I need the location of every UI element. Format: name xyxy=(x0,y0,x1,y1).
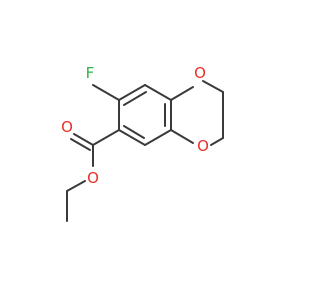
atom-oxygen-ester: O xyxy=(87,169,99,187)
bond-carbonyl-double-2 xyxy=(70,138,91,151)
bond-ring-carbonyl-c xyxy=(92,129,120,146)
bond-o-ch2-top xyxy=(202,80,224,93)
atom-oxygen-carbonyl: O xyxy=(61,118,73,136)
bond-ch2-o-bottom xyxy=(210,137,224,146)
bond-c-o-top xyxy=(170,86,194,101)
atom-oxygen-dioxane-bottom: O xyxy=(197,137,209,155)
bond-o-c-bottom xyxy=(170,129,194,144)
bond-carbonyl-double-1 xyxy=(73,133,94,146)
bond-ring-5-inner xyxy=(123,125,145,139)
bond-o-ethyl xyxy=(66,180,86,192)
bond-ring-1 xyxy=(118,84,146,101)
molecule-diagram: F O O O O xyxy=(61,64,224,222)
bond-ring-1-inner xyxy=(123,91,147,106)
bond-c-f xyxy=(92,84,120,101)
bond-ring-2 xyxy=(144,84,172,101)
bond-ring-5 xyxy=(118,129,146,146)
atom-fluorine: F xyxy=(86,64,95,82)
bond-layer xyxy=(66,80,224,222)
bond-ring-4 xyxy=(144,129,172,146)
atom-oxygen-dioxane-top: O xyxy=(194,64,206,82)
atom-layer: F O O O O xyxy=(61,64,209,187)
